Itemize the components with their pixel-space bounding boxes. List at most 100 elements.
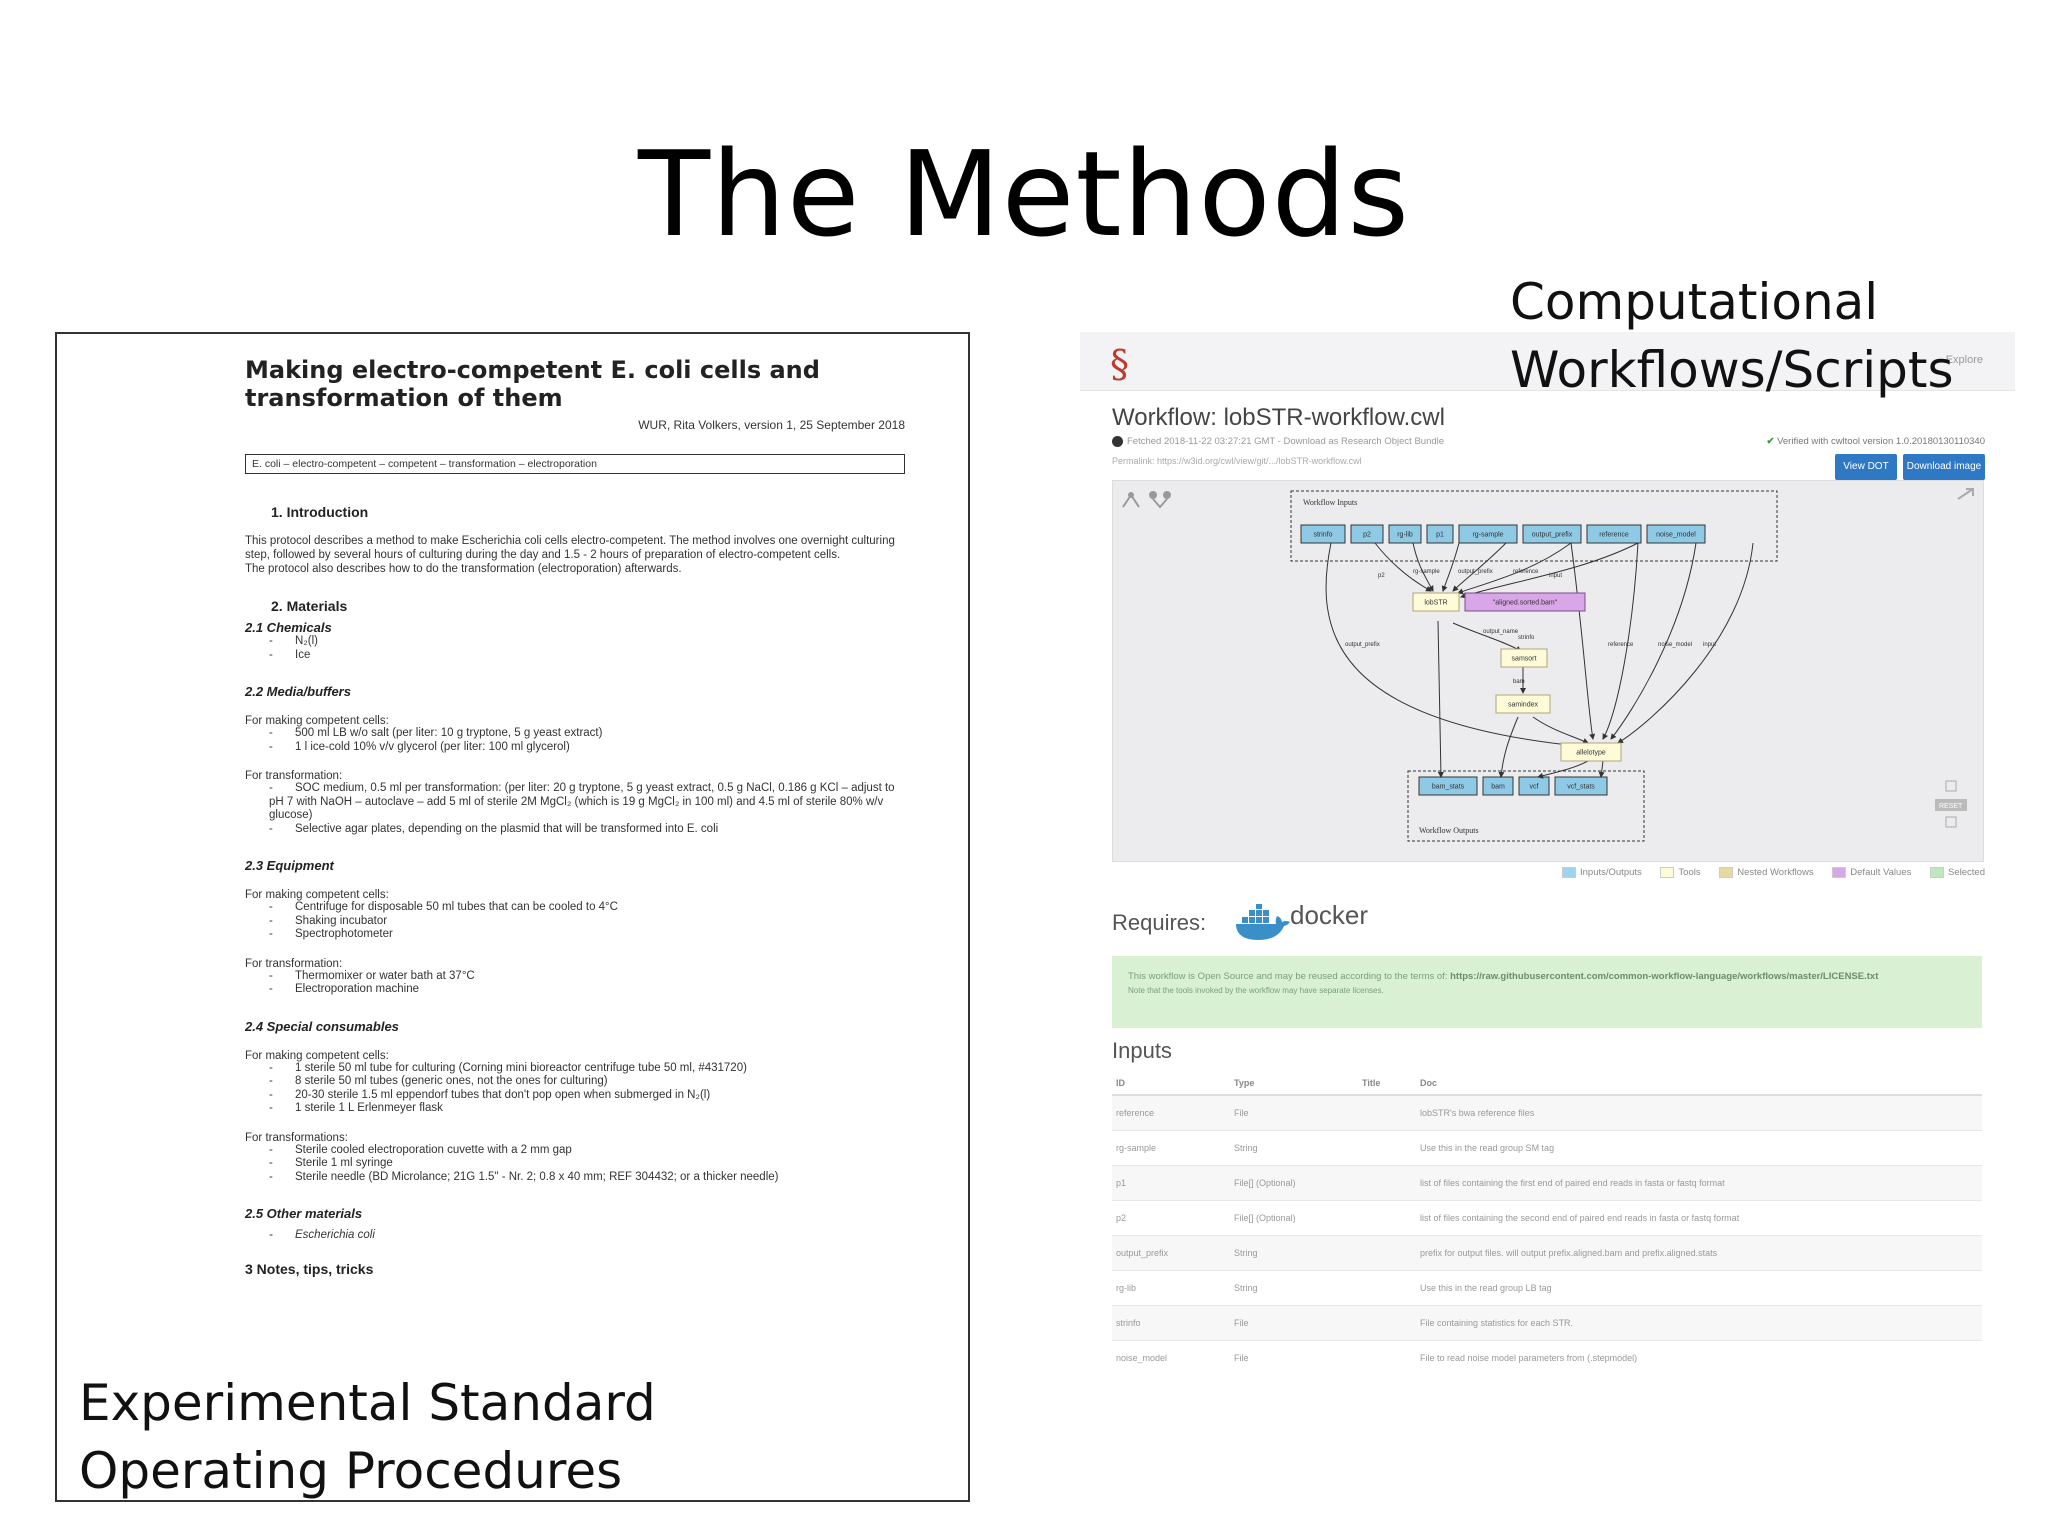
download-image-button[interactable]: Download image ▾ bbox=[1903, 454, 1985, 498]
input-node[interactable]: p2 bbox=[1350, 524, 1384, 544]
edge-label: output_prefix bbox=[1345, 642, 1380, 648]
step-node[interactable]: samindex bbox=[1495, 694, 1551, 714]
table-cell: File bbox=[1230, 1340, 1358, 1375]
sop-intro-paragraph-2: The protocol also describes how to do th… bbox=[245, 563, 682, 575]
sop-consumables-label-2: For transformations: bbox=[245, 1131, 348, 1144]
sop-equipment-list-1: Centrifuge for disposable 50 ml tubes th… bbox=[245, 901, 905, 942]
license-link[interactable]: https://raw.githubusercontent.com/common… bbox=[1450, 971, 1879, 982]
output-node[interactable]: vcf_stats bbox=[1554, 776, 1608, 796]
svg-text:reference: reference bbox=[1599, 532, 1629, 539]
edge-label: bam bbox=[1513, 679, 1525, 685]
sop-subsection-other: 2.5 Other materials bbox=[245, 1206, 363, 1221]
step-node[interactable]: lobSTR bbox=[1412, 592, 1460, 612]
edge-label: rg-sample bbox=[1413, 569, 1440, 575]
table-cell: list of files containing the second end … bbox=[1416, 1200, 1982, 1236]
graph-toolbar[interactable] bbox=[1122, 491, 1171, 509]
input-node[interactable]: output_prefix bbox=[1522, 524, 1582, 544]
table-cell: File bbox=[1230, 1305, 1358, 1341]
table-cell bbox=[1358, 1340, 1416, 1375]
edge-label: input bbox=[1703, 642, 1716, 648]
zoom-controls[interactable]: RESET bbox=[1935, 780, 1967, 828]
sop-section-materials: 2. Materials bbox=[271, 598, 348, 614]
table-cell bbox=[1358, 1200, 1416, 1236]
sop-caption: Experimental Standard Operating Procedur… bbox=[79, 1374, 656, 1500]
input-node[interactable]: rg-lib bbox=[1388, 524, 1422, 544]
zoom-out-icon[interactable] bbox=[1945, 816, 1957, 828]
sop-keywords-box: E. coli – electro-competent – competent … bbox=[245, 454, 905, 474]
explore-link[interactable]: Explore bbox=[1945, 354, 1983, 366]
outputs-cluster-label: Workflow Outputs bbox=[1419, 826, 1479, 835]
expand-icon[interactable] bbox=[1957, 488, 1974, 500]
svg-text:vcf_stats: vcf_stats bbox=[1567, 784, 1595, 791]
list-item: Shaking incubator bbox=[269, 915, 905, 929]
input-node[interactable]: reference bbox=[1586, 524, 1642, 544]
sop-equipment-label-1: For making competent cells: bbox=[245, 889, 389, 901]
col-title: Title bbox=[1358, 1072, 1416, 1096]
output-nodes[interactable]: bam_stats bam vcf vcf_stats bbox=[1418, 776, 1608, 796]
list-item: 1 sterile 1 L Erlenmeyer flask bbox=[269, 1102, 905, 1116]
svg-text:rg-lib: rg-lib bbox=[1397, 532, 1413, 539]
table-cell bbox=[1358, 1270, 1416, 1306]
svg-text:vcf: vcf bbox=[1530, 784, 1539, 791]
step-node[interactable]: allelotype bbox=[1560, 742, 1622, 762]
svg-text:p2: p2 bbox=[1363, 532, 1371, 539]
table-cell: noise_model bbox=[1112, 1340, 1230, 1375]
default-value-node[interactable]: "aligned.sorted.bam" bbox=[1464, 592, 1586, 612]
table-cell: lobSTR's bwa reference files bbox=[1416, 1094, 1982, 1131]
view-dot-button[interactable]: View DOT bbox=[1835, 454, 1897, 480]
edge-label: output_prefix bbox=[1458, 569, 1493, 575]
step-nodes[interactable]: lobSTR samsort samindex allelotype "aligned.… bbox=[1412, 592, 1622, 762]
table-cell: String bbox=[1230, 1130, 1358, 1166]
output-node[interactable]: vcf bbox=[1518, 776, 1550, 796]
output-node[interactable]: bam_stats bbox=[1418, 776, 1478, 796]
input-node[interactable]: rg-sample bbox=[1458, 524, 1518, 544]
license-box: This workflow is Open Source and may be … bbox=[1112, 956, 1982, 1028]
edge-label: strinfo bbox=[1518, 635, 1535, 641]
reset-button[interactable] bbox=[1935, 799, 1967, 811]
inputs-heading: Inputs bbox=[1112, 1038, 1172, 1063]
input-nodes[interactable]: strinfo p2 rg-lib p1 rg-sample output_prefix r… bbox=[1300, 524, 1706, 544]
edge-label: input bbox=[1549, 573, 1562, 579]
github-icon bbox=[1112, 436, 1123, 447]
sop-intro-paragraph: This protocol describes a method to make… bbox=[245, 535, 895, 561]
input-node[interactable]: p1 bbox=[1426, 524, 1454, 544]
sop-section-notes: 3 Notes, tips, tricks bbox=[245, 1260, 374, 1277]
cwl-logo-icon[interactable]: § bbox=[1110, 342, 1129, 386]
svg-text:allelotype: allelotype bbox=[1576, 750, 1606, 757]
requires-label: Requires: bbox=[1112, 910, 1207, 935]
list-item: 500 ml LB w/o salt (per liter: 10 g tryp… bbox=[269, 727, 905, 741]
table-cell: File to read noise model parameters from… bbox=[1416, 1340, 1982, 1375]
docker-wordmark: docker bbox=[1290, 900, 1369, 930]
output-node[interactable]: bam bbox=[1482, 776, 1514, 796]
list-item: Sterile needle (BD Microlance; 21G 1.5" … bbox=[269, 1171, 905, 1185]
input-node[interactable]: strinfo bbox=[1300, 524, 1346, 544]
edge-label: noise_model bbox=[1658, 642, 1692, 648]
permalink[interactable]: Permalink: https://w3id.org/cwl/view/git… bbox=[1112, 456, 1362, 466]
col-doc: Doc bbox=[1416, 1072, 1982, 1096]
step-node[interactable]: samsort bbox=[1500, 648, 1548, 668]
sop-consumables-list-2: Sterile cooled electroporation cuvette w… bbox=[245, 1144, 905, 1185]
zoom-in-icon[interactable] bbox=[1945, 780, 1957, 792]
svg-text:bam_stats: bam_stats bbox=[1432, 784, 1465, 791]
list-item: Electroporation machine bbox=[269, 983, 905, 997]
legend-item: Tools bbox=[1660, 867, 1701, 878]
table-cell: rg-sample bbox=[1112, 1130, 1230, 1166]
sop-author-line: WUR, Rita Volkers, version 1, 25 Septemb… bbox=[638, 418, 905, 432]
table-cell: reference bbox=[1112, 1094, 1230, 1131]
docker-whale-icon bbox=[1236, 904, 1290, 940]
table-cell bbox=[1358, 1165, 1416, 1201]
legend-item: Nested Workflows bbox=[1719, 867, 1814, 878]
input-node[interactable]: noise_model bbox=[1646, 524, 1706, 544]
sop-media-list-1: 500 ml LB w/o salt (per liter: 10 g tryp… bbox=[245, 727, 905, 754]
cwl-viewer-topbar: § Explore bbox=[1080, 332, 2015, 391]
table-cell bbox=[1358, 1235, 1416, 1271]
sop-media-label-2: For transformation: bbox=[245, 770, 343, 782]
table-cell: String bbox=[1230, 1235, 1358, 1271]
sop-chemicals-list: N₂(l) Ice bbox=[245, 635, 905, 662]
sop-other-list: Escherichia coli bbox=[245, 1229, 905, 1243]
svg-text:rg-sample: rg-sample bbox=[1472, 532, 1503, 539]
